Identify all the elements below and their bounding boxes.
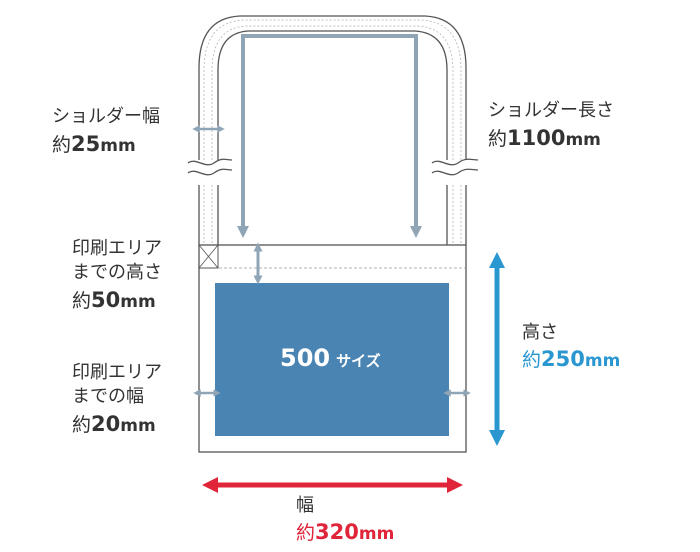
width-label: 幅 (296, 495, 314, 516)
print-side-label-1: 印刷エリア (72, 362, 162, 383)
print-top-value: 約50mm (72, 288, 156, 312)
width-value: 約320mm (296, 520, 395, 544)
strap-break-marks (187, 158, 479, 176)
print-area (215, 283, 449, 436)
shoulder-length-value: 約1100mm (488, 126, 601, 150)
print-top-label-2: までの高さ (72, 262, 162, 283)
shoulder-strap (198, 15, 467, 245)
print-size-suffix: サイズ (336, 352, 381, 370)
bag-body (198, 244, 467, 453)
print-top-label-1: 印刷エリア (72, 238, 162, 259)
shoulder-width-value: 約25mm (52, 132, 136, 156)
shoulder-length-arrow (237, 34, 422, 238)
print-side-value: 約20mm (72, 412, 156, 436)
height-label: 高さ (522, 322, 558, 343)
print-side-label-2: までの幅 (72, 386, 144, 407)
height-value: 約250mm (522, 347, 621, 371)
shoulder-length-label: ショルダー長さ (488, 100, 614, 121)
print-size-text: 500 サイズ (280, 344, 381, 372)
print-size-number: 500 (280, 344, 331, 372)
shoulder-width-label: ショルダー幅 (52, 106, 160, 127)
